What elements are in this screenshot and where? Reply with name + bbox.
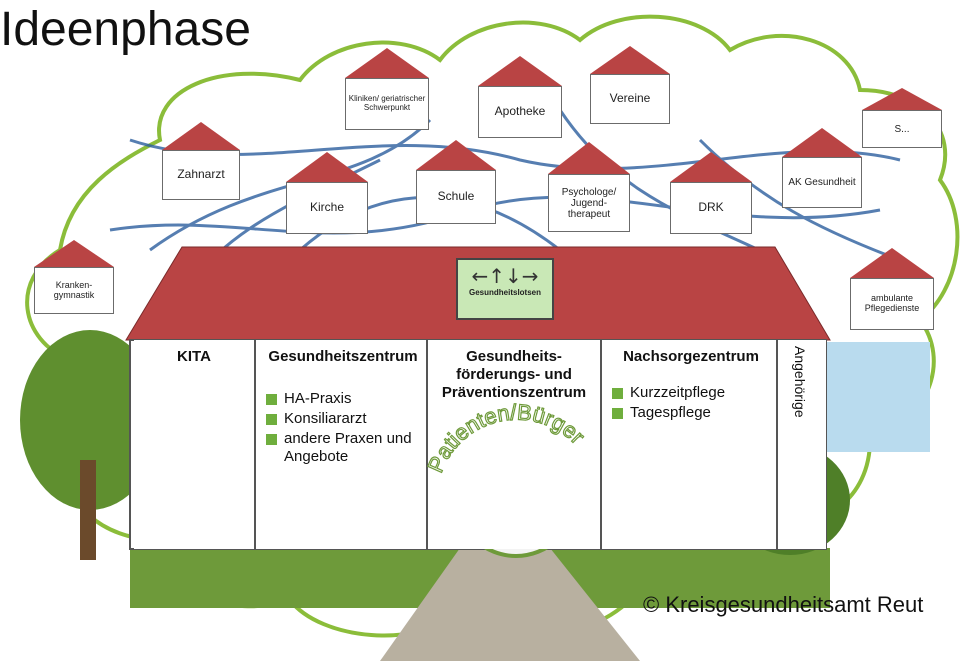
hut-roof — [850, 248, 934, 278]
network-node-label: Apotheke — [478, 86, 562, 138]
gesundheitslotsen-box: ←↑↓→ Gesundheitslotsen — [456, 258, 554, 320]
hut-roof — [548, 142, 630, 174]
network-node-label: ambulante Pflegedienste — [850, 278, 934, 330]
network-node-label: Kirche — [286, 182, 368, 234]
hut-roof — [286, 152, 368, 182]
gesundheitszentrum-list: HA-Praxis Konsiliararzt andere Praxen un… — [266, 390, 412, 466]
tree-left-trunk — [80, 460, 96, 560]
network-node-ak_gesundheit: AK Gesundheit — [782, 128, 862, 208]
network-node-drk: DRK — [670, 152, 752, 234]
room-gesundheitszentrum-title: Gesundheitszentrum — [268, 348, 418, 365]
hut-roof — [345, 48, 429, 78]
room-nachsorge: Nachsorgezentrum Kurzzeitpflege Tagespfl… — [602, 340, 778, 549]
network-node-psychologe: Psychologe/ Jugend- therapeut — [548, 142, 630, 232]
network-node-label: Vereine — [590, 74, 670, 124]
network-node-label: Psychologe/ Jugend- therapeut — [548, 174, 630, 232]
list-item: HA-Praxis — [266, 390, 376, 408]
hut-roof — [670, 152, 752, 182]
network-node-label: DRK — [670, 182, 752, 234]
room-angehoerige-title: Angehörige — [792, 346, 808, 418]
network-node-kirche: Kirche — [286, 152, 368, 234]
network-node-zahnarzt: Zahnarzt — [162, 122, 240, 200]
network-node-label: Kranken- gymnastik — [34, 267, 114, 314]
network-node-vereine: Vereine — [590, 46, 670, 124]
direction-arrows-icon: ←↑↓→ — [471, 264, 539, 288]
list-item: Tagespflege — [612, 404, 770, 422]
terrace-scene — [826, 342, 930, 452]
hut-roof — [416, 140, 496, 170]
room-kita: KITA — [134, 340, 256, 549]
room-nachsorge-title: Nachsorgezentrum — [623, 348, 759, 365]
room-praevention: Gesundheits- förderungs- und Präventions… — [428, 340, 602, 549]
network-node-krankengymnastik: Kranken- gymnastik — [34, 240, 114, 314]
nachsorge-list: Kurzzeitpflege Tagespflege — [612, 384, 770, 422]
list-item: andere Praxen und Angebote — [266, 430, 434, 466]
network-node-sport: S... — [862, 88, 942, 148]
room-gesundheitszentrum: Gesundheitszentrum HA-Praxis Konsiliarar… — [256, 340, 428, 549]
room-praevention-title: Gesundheits- förderungs- und Präventions… — [441, 348, 587, 401]
network-node-label: AK Gesundheit — [782, 157, 862, 208]
network-node-pflegedienste: ambulante Pflegedienste — [850, 248, 934, 330]
hut-roof — [590, 46, 670, 74]
copyright-notice: © Kreisgesundheitsamt Reut — [643, 592, 924, 617]
page-title: Ideenphase — [0, 3, 251, 56]
room-kita-title: KITA — [177, 348, 211, 365]
list-item: Kurzzeitpflege — [612, 384, 770, 402]
gesundheitslotsen-label: Gesundheitslotsen — [468, 288, 541, 297]
room-angehoerige: Angehörige — [778, 340, 826, 549]
garden-path — [380, 548, 640, 661]
list-item: Konsiliararzt — [266, 410, 376, 428]
network-node-schule: Schule — [416, 140, 496, 224]
hut-roof — [782, 128, 862, 157]
tree-left — [20, 330, 160, 510]
hut-roof — [862, 88, 942, 110]
network-node-kliniken: Kliniken/ geriatrischer Schwerpunkt — [345, 48, 429, 130]
hut-roof — [34, 240, 114, 267]
network-node-label: Zahnarzt — [162, 150, 240, 200]
network-node-apotheke: Apotheke — [478, 56, 562, 138]
network-node-label: Schule — [416, 170, 496, 224]
hut-roof — [162, 122, 240, 150]
network-node-label: Kliniken/ geriatrischer Schwerpunkt — [345, 78, 429, 130]
hut-roof — [478, 56, 562, 86]
network-node-label: S... — [862, 110, 942, 148]
